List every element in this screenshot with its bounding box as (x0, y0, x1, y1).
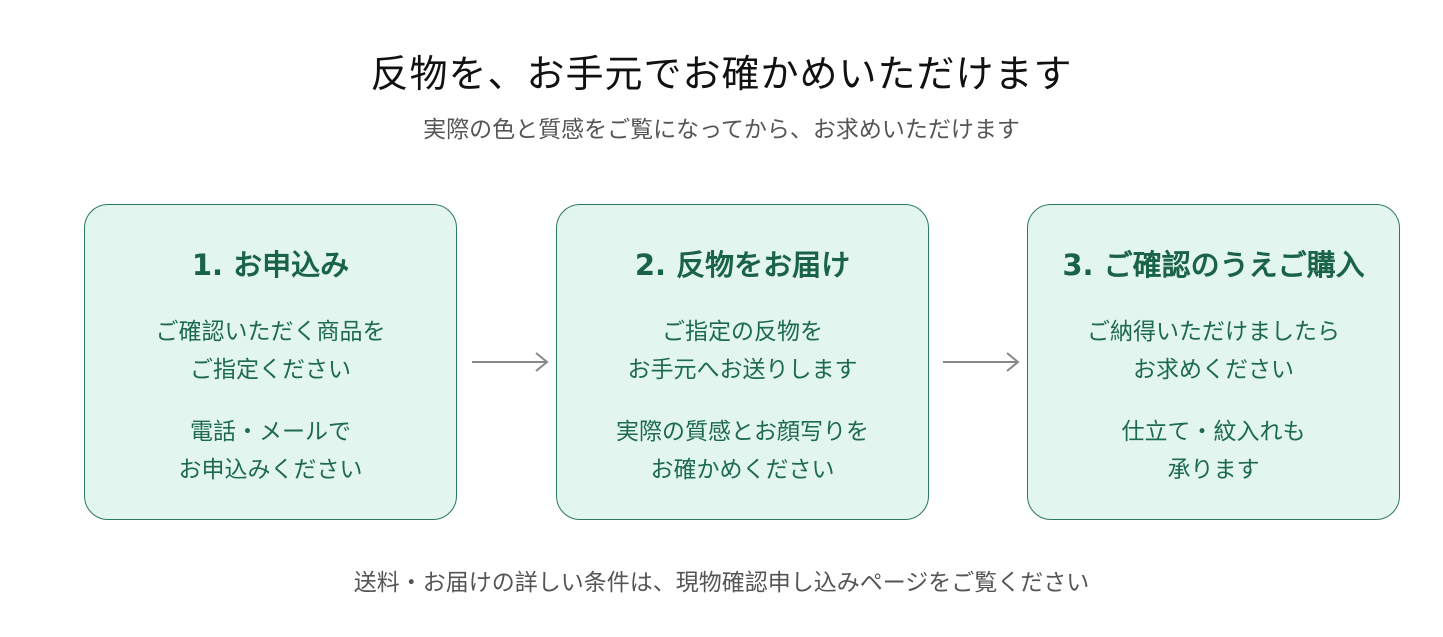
step-description: ご確認いただく商品を ご指定ください (85, 313, 456, 389)
page-subtitle: 実際の色と質感をご覧になってから、お求めいただけます (423, 117, 1020, 143)
step-note-line: 仕立て・紋入れも (1121, 419, 1306, 445)
step-description-line: ご指定ください (190, 357, 351, 383)
step-description: ご納得いただけましたら お求めください (1028, 313, 1399, 389)
step-card-apply: 1. お申込み ご確認いただく商品を ご指定ください 電話・メールで お申込みく… (84, 204, 457, 520)
step-description-line: お求めください (1133, 357, 1294, 383)
step-note-line: お確かめください (650, 457, 835, 483)
arrow-right-icon (472, 352, 549, 372)
step-note: 仕立て・紋入れも 承ります (1028, 413, 1399, 489)
arrow-right-icon (943, 352, 1020, 372)
step-title: 2. 反物をお届け (634, 248, 851, 282)
footer-note: 送料・お届けの詳しい条件は、現物確認申し込みページをご覧ください (353, 570, 1090, 596)
step-description-line: ご確認いただく商品を (155, 319, 386, 345)
page-title: 反物を、お手元でお確かめいただけます (370, 52, 1073, 96)
step-card-delivery: 2. 反物をお届け ご指定の反物を お手元へお送りします 実際の質感とお顔写りを… (556, 204, 929, 520)
step-description-line: お手元へお送りします (627, 357, 858, 383)
steps-flow: 1. お申込み ご確認いただく商品を ご指定ください 電話・メールで お申込みく… (84, 204, 1401, 522)
step-title: 1. お申込み (191, 248, 350, 282)
step-description-line: ご納得いただけましたら (1087, 319, 1340, 345)
step-note-line: お申込みください (178, 457, 363, 483)
step-description: ご指定の反物を お手元へお送りします (557, 313, 928, 389)
step-card-purchase: 3. ご確認のうえご購入 ご納得いただけましたら お求めください 仕立て・紋入れ… (1027, 204, 1400, 520)
step-note-line: 承ります (1167, 457, 1260, 483)
step-note-line: 電話・メールで (190, 419, 351, 445)
step-note-line: 実際の質感とお顔写りを (616, 419, 869, 445)
step-note: 電話・メールで お申込みください (85, 413, 456, 489)
step-title: 3. ご確認のうえご購入 (1062, 248, 1365, 282)
step-note: 実際の質感とお顔写りを お確かめください (557, 413, 928, 489)
step-description-line: ご指定の反物を (662, 319, 823, 345)
